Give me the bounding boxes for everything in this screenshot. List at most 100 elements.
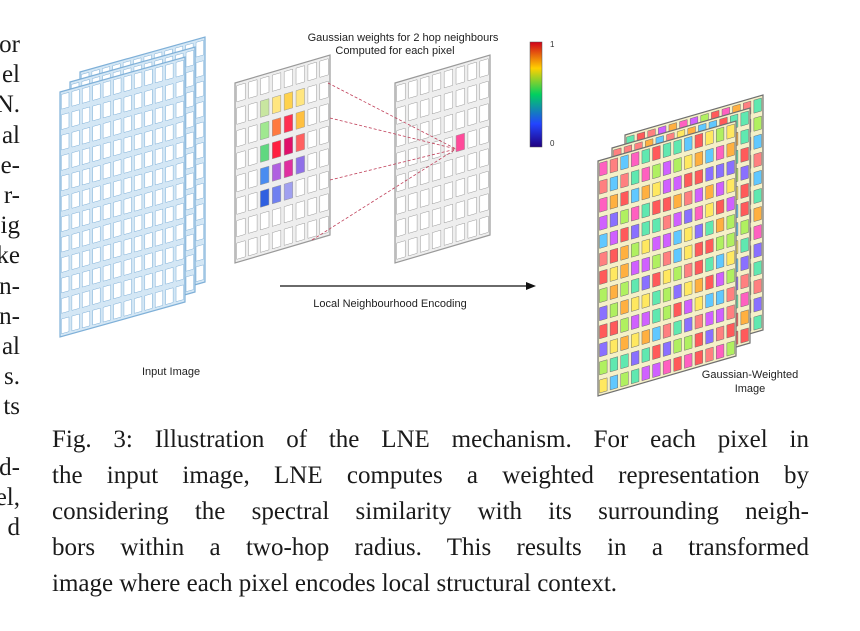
grid-cell <box>694 169 703 185</box>
grid-cell <box>432 207 442 227</box>
grid-cell <box>185 192 194 211</box>
grid-cell <box>420 75 430 96</box>
grid-cell <box>134 92 143 110</box>
grid-cell <box>236 217 246 238</box>
grid-cell <box>609 157 618 174</box>
grid-cell <box>673 229 682 246</box>
grid-cell <box>185 70 194 88</box>
grid-cell <box>599 269 608 285</box>
grid-cell <box>236 195 246 215</box>
grid-cell <box>631 332 640 348</box>
grid-cell <box>443 158 453 179</box>
grid-cell <box>455 155 465 175</box>
grid-cell <box>432 139 442 160</box>
grid-cell <box>753 151 762 168</box>
grid-cell <box>123 197 132 215</box>
grid-cell <box>694 295 703 312</box>
grid-cell <box>61 296 70 314</box>
grid-cell <box>631 259 640 276</box>
grid-cell <box>307 174 317 194</box>
grid-cell <box>236 127 246 148</box>
grid-cell <box>694 132 703 149</box>
grid-cell <box>641 256 650 273</box>
left-column-fragment: ke <box>0 242 20 270</box>
grid-cell <box>694 223 703 240</box>
layer-frame <box>234 54 331 264</box>
grid-cell <box>620 353 629 370</box>
grid-cell <box>641 166 650 183</box>
grid-cell <box>705 238 714 255</box>
grid-cell <box>195 39 204 58</box>
grid-cell <box>144 170 153 189</box>
grid-cell <box>443 68 453 89</box>
grid-cell <box>175 59 184 78</box>
grid-cell <box>295 87 305 108</box>
grid-cell <box>599 341 608 358</box>
grid-cell <box>726 195 735 212</box>
grid-cell <box>71 232 80 250</box>
grid-cell <box>175 264 184 282</box>
grid-cell <box>236 172 246 193</box>
left-column-fragment: n- <box>0 272 20 300</box>
grid-cell <box>753 278 762 295</box>
grid-cell <box>295 222 305 243</box>
grid-cell <box>467 196 477 217</box>
grid-cell <box>134 255 143 273</box>
grid-cell <box>408 214 418 234</box>
grid-cell <box>248 191 258 212</box>
grid-cell <box>620 299 629 315</box>
grid-cell <box>479 103 489 123</box>
grid-cell <box>71 89 80 107</box>
grid-cell <box>726 304 735 321</box>
grid-cell <box>195 60 204 78</box>
colorbar <box>529 41 543 148</box>
grid-cell <box>102 162 111 180</box>
encoding-arrow-head <box>526 282 536 290</box>
grid-cell <box>123 135 132 154</box>
grid-cell <box>144 191 153 209</box>
grid-cell <box>185 213 194 231</box>
grid-cell <box>599 359 608 376</box>
grid-cell <box>726 340 735 357</box>
grid-cell <box>92 226 101 244</box>
grid-cell <box>652 199 661 216</box>
grid-cell <box>113 77 122 95</box>
grid-cell <box>641 148 650 165</box>
grid-cell <box>396 105 406 125</box>
grid-cell <box>165 287 174 305</box>
grid-cell <box>753 260 762 277</box>
grid-cell <box>694 187 703 203</box>
grid-cell <box>144 129 153 148</box>
grid-cell <box>443 181 453 201</box>
grid-cell <box>319 58 329 78</box>
grid-cell <box>272 139 282 160</box>
grid-cell <box>631 350 640 367</box>
grid-cell <box>705 274 714 291</box>
grid-cell <box>716 325 725 342</box>
grid-cell <box>82 86 91 104</box>
grid-cell <box>283 113 293 134</box>
grid-cell <box>652 253 661 270</box>
grid-cell <box>620 226 629 243</box>
grid-cell <box>319 170 329 191</box>
grid-cell <box>420 120 430 141</box>
link-line <box>327 82 457 150</box>
grid-cell <box>694 313 703 330</box>
grid-cell <box>443 136 453 156</box>
grid-cell <box>420 233 430 253</box>
grid-cell <box>195 223 204 242</box>
grid-cell <box>467 84 477 104</box>
grid-cell <box>272 94 282 115</box>
grid-cell <box>61 153 70 171</box>
grid-cell <box>248 214 258 234</box>
left-column-fragment: d <box>7 514 21 542</box>
grid-cell <box>641 184 650 201</box>
grid-cell <box>61 173 70 192</box>
left-column-fragment: ts <box>3 393 20 421</box>
grid-cell <box>82 229 91 247</box>
grid-cell <box>726 141 735 158</box>
grid-cell <box>641 202 650 219</box>
grid-cell <box>82 290 91 308</box>
grid-cell <box>641 329 650 345</box>
